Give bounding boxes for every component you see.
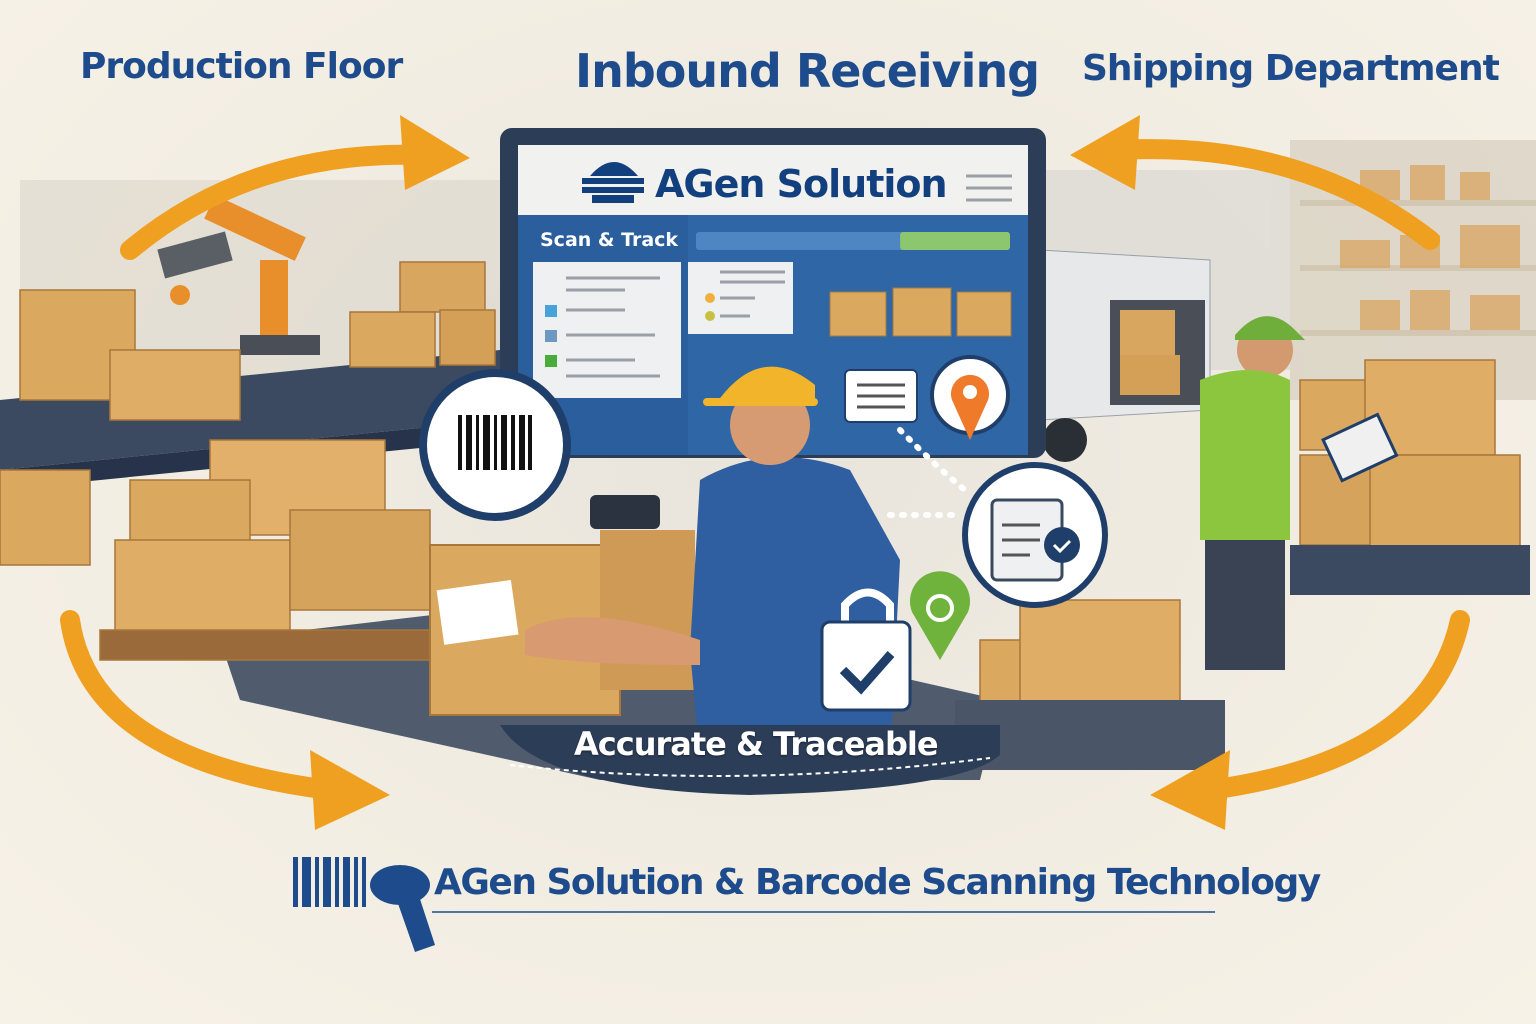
accurate-traceable-banner: Accurate & Traceable: [574, 725, 939, 763]
delivery-truck: [1039, 249, 1211, 462]
barcode-bubble: [419, 369, 571, 521]
flow-arrows: [60, 139, 1470, 800]
checklist-card: [533, 262, 681, 398]
worker-with-scanner: [525, 366, 900, 760]
location-pin-icon: [930, 355, 1010, 440]
robotic-arm: [157, 195, 320, 355]
footer-title: AGen Solution & Barcode Scanning Technol…: [434, 862, 1321, 903]
barcode-scanner-icon: [293, 857, 435, 952]
scan-track-label: Scan & Track: [540, 229, 679, 251]
clipboard-check-icon: [962, 462, 1108, 608]
arrow-heads: [310, 115, 1230, 830]
progress-fill: [900, 232, 1010, 250]
screen-boxes: [829, 287, 1012, 337]
screen-brand-title: AGen Solution: [655, 162, 948, 206]
warehouse-worker-clipboard: [1200, 316, 1399, 670]
zone-title-shipping-department: Shipping Department: [1082, 48, 1500, 89]
menu-icon: [966, 174, 1012, 202]
agen-logo-icon: [582, 162, 644, 203]
shelf-boxes: [1340, 165, 1520, 330]
green-pin-icon: [910, 571, 970, 660]
zone-title-inbound-receiving: Inbound Receiving: [575, 44, 1040, 98]
status-card: [688, 262, 793, 334]
banner-arc: [500, 725, 1000, 795]
banner-dashes: [509, 757, 991, 777]
padlock-check-icon: [820, 588, 912, 712]
message-icon: [844, 369, 918, 423]
dotted-connector: [887, 427, 968, 518]
zone-title-production-floor: Production Floor: [80, 46, 403, 87]
cardboard-boxes-left: [0, 261, 496, 661]
